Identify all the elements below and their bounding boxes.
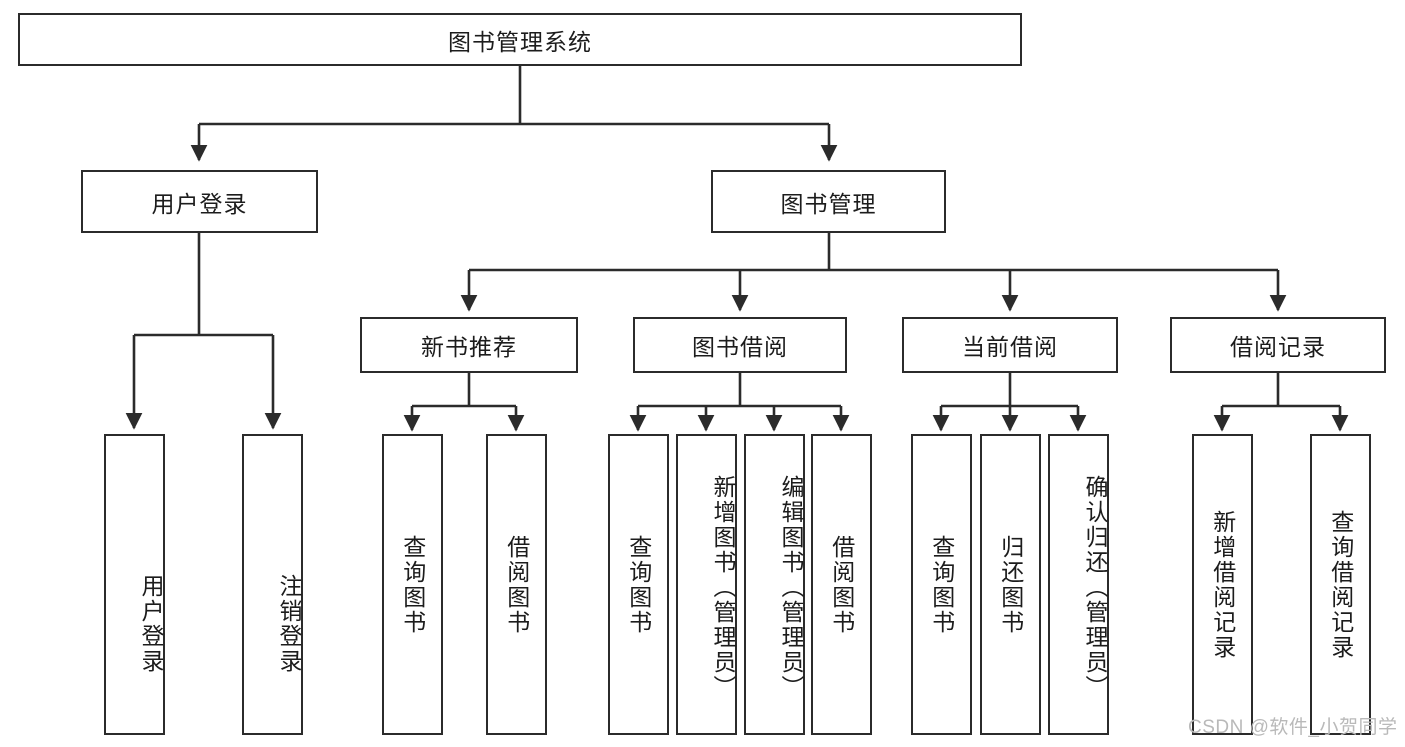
node-label: 用户登录	[151, 190, 248, 217]
leaf-edit-book-admin[interactable]: 编辑图书（管理员）	[744, 434, 805, 735]
node-label: 查询图书	[399, 534, 426, 635]
node-label: 借阅记录	[1230, 334, 1326, 360]
node-label: 当前借阅	[962, 334, 1058, 360]
node-label: 新增借阅记录	[1209, 509, 1236, 660]
leaf-query-borrow-record[interactable]: 查询借阅记录	[1310, 434, 1371, 735]
leaf-add-borrow-record[interactable]: 新增借阅记录	[1192, 434, 1253, 735]
node-book-management[interactable]: 图书管理	[711, 170, 946, 233]
node-label: 查询借阅记录	[1327, 509, 1354, 660]
leaf-query-book-recommend[interactable]: 查询图书	[382, 434, 443, 735]
node-label: 查询图书	[928, 534, 955, 635]
node-user-login[interactable]: 用户登录	[81, 170, 318, 233]
node-label: 用户登录	[138, 573, 164, 674]
node-label: 图书借阅	[692, 334, 788, 360]
node-label: 新书推荐	[421, 334, 517, 360]
node-borrow-record[interactable]: 借阅记录	[1170, 317, 1386, 373]
node-new-book-recommend[interactable]: 新书推荐	[360, 317, 578, 373]
node-label: 归还图书	[997, 534, 1024, 635]
leaf-query-book-borrow[interactable]: 查询图书	[608, 434, 669, 735]
node-label: 新增图书（管理员）	[710, 475, 736, 700]
node-label: 查询图书	[625, 534, 652, 635]
node-label: 确认归还（管理员）	[1082, 475, 1108, 700]
leaf-borrow-book-recommend[interactable]: 借阅图书	[486, 434, 547, 735]
node-label: 借阅图书	[828, 534, 855, 635]
leaf-borrow-book[interactable]: 借阅图书	[811, 434, 872, 735]
node-label: 注销登录	[276, 573, 302, 674]
node-label: 图书管理	[780, 190, 877, 217]
node-label: 借阅图书	[503, 534, 530, 635]
node-label: 编辑图书（管理员）	[778, 475, 804, 700]
leaf-return-book[interactable]: 归还图书	[980, 434, 1041, 735]
leaf-user-login[interactable]: 用户登录	[104, 434, 165, 735]
node-root-system[interactable]: 图书管理系统	[18, 13, 1022, 66]
watermark-text: CSDN @软件_小贺同学	[1188, 717, 1398, 738]
node-label: 图书管理系统	[448, 28, 592, 55]
leaf-query-book-current[interactable]: 查询图书	[911, 434, 972, 735]
node-current-borrow[interactable]: 当前借阅	[902, 317, 1118, 373]
node-book-borrow[interactable]: 图书借阅	[633, 317, 847, 373]
leaf-confirm-return-admin[interactable]: 确认归还（管理员）	[1048, 434, 1109, 735]
leaf-user-logout[interactable]: 注销登录	[242, 434, 303, 735]
leaf-add-book-admin[interactable]: 新增图书（管理员）	[676, 434, 737, 735]
